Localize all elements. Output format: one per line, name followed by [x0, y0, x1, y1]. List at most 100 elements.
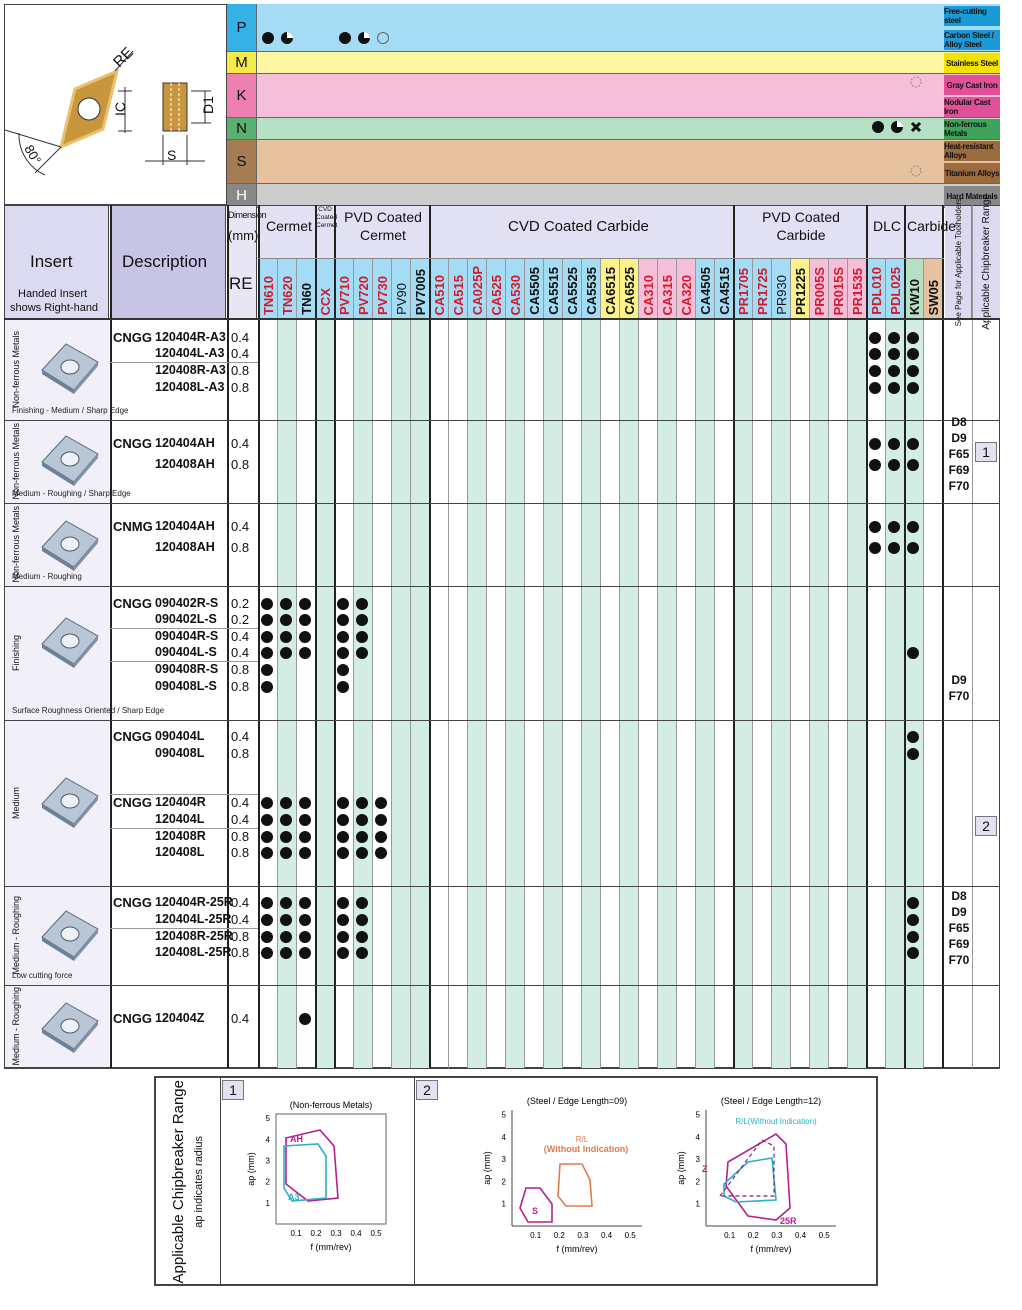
x-axis-label: f (mm/rev)	[751, 1244, 792, 1254]
insert-code: 120404R	[155, 795, 206, 809]
grade-pr1225: PR1225	[790, 258, 810, 318]
availability-dot	[299, 931, 311, 943]
y-tick-label: 2	[266, 1178, 271, 1187]
toolholder-code: D9	[951, 431, 967, 445]
grade-label: CA530	[507, 274, 523, 315]
availability-dot	[907, 748, 919, 760]
availability-dot	[907, 731, 919, 743]
group-dlc: DLC	[873, 218, 902, 234]
grade-header-bg	[904, 258, 923, 318]
grade-label: TN60	[298, 283, 314, 315]
availability-dot	[299, 631, 311, 643]
material-label: Heat-resistant Alloys	[944, 141, 1000, 161]
material-label: Non-ferrous Metals	[944, 119, 1000, 139]
availability-dot	[907, 348, 919, 360]
availability-dot	[261, 664, 273, 676]
insert-image	[41, 910, 99, 961]
grade-pr1725: PR1725	[752, 258, 772, 318]
re-value: 0.4	[231, 729, 250, 744]
availability-dot	[280, 814, 292, 826]
availability-dot	[356, 614, 368, 626]
grid-line	[277, 258, 278, 1068]
grade-header-bg	[391, 258, 410, 318]
grade-pv720: PV720	[353, 258, 373, 318]
grade-ca315: CA315	[657, 258, 677, 318]
availability-dot	[280, 631, 292, 643]
group-cvd-cermet: CVD Coated Cermet	[316, 206, 338, 229]
grade-label: CA025P	[469, 265, 485, 315]
grade-ca5515: CA5515	[543, 258, 563, 318]
y-axis-label: ap (mm)	[676, 1151, 686, 1185]
grade-ca515: CA515	[448, 258, 468, 318]
insert-category: Medium - Roughing	[8, 888, 24, 983]
insert-code: 120408L-25R	[155, 945, 232, 959]
toolholder-code: F69	[948, 937, 970, 951]
x-tick-label: 0.1	[724, 1231, 736, 1240]
re-value: 0.2	[231, 612, 250, 627]
grid-line	[372, 258, 373, 1068]
material-letter-s: S	[227, 140, 257, 183]
grade-label: CA5515	[545, 267, 561, 315]
dimension-header: Dimension	[228, 210, 267, 220]
grade-label: CA4515	[716, 267, 732, 315]
material-label: Stainless Steel	[944, 53, 1000, 73]
availability-dot	[261, 931, 273, 943]
insert-code: 120404L-25R	[155, 912, 232, 926]
chip-box-1: 1	[222, 1080, 244, 1100]
grade-label: CA515	[450, 274, 466, 315]
row-divider	[110, 628, 258, 629]
chip-range-box-1: 1	[975, 442, 997, 462]
grade-ca5535: CA5535	[581, 258, 601, 318]
re-value: 0.4	[231, 912, 250, 927]
section-divider	[4, 985, 1000, 986]
see-page-header: See Page for Applicable Toolholders	[953, 197, 963, 327]
availability-dot	[337, 914, 349, 926]
grid-line	[410, 258, 411, 1068]
insert-series: CNGG	[113, 1011, 152, 1026]
insert-image	[41, 617, 99, 668]
ic-label: IC	[112, 102, 128, 116]
availability-dot	[280, 797, 292, 809]
availability-dot	[337, 681, 349, 693]
availability-dot	[356, 647, 368, 659]
insert-code: 120408L	[155, 845, 205, 859]
grade-label: CA5535	[583, 267, 599, 315]
grade-label: PR1725	[754, 268, 770, 315]
insert-category-label: Medium	[11, 786, 21, 819]
availability-dot	[337, 647, 349, 659]
grade-header-bg	[429, 258, 448, 318]
insert-image	[41, 1002, 99, 1053]
chip-range-box-2: 2	[975, 816, 997, 836]
re-value: 0.4	[231, 812, 250, 827]
grade-label: PDL025	[887, 267, 903, 315]
insert-caption: Finishing - Medium / Sharp Edge	[12, 406, 129, 415]
region-s	[519, 1187, 553, 1223]
insert-code: 090402L-S	[155, 612, 217, 626]
insert-code: 120404Z	[155, 1011, 205, 1025]
insert-code: 120404R-25R	[155, 895, 233, 909]
label-z: Z	[702, 1164, 708, 1174]
grade-column-shade	[733, 318, 752, 1068]
grade-label: CA4505	[697, 267, 713, 315]
availability-dot	[375, 847, 387, 859]
availability-dot	[337, 797, 349, 809]
grid-line	[486, 258, 487, 1068]
grade-ca310: CA310	[638, 258, 658, 318]
section-divider	[4, 420, 1000, 421]
grid-line	[467, 258, 468, 1068]
availability-dot	[261, 797, 273, 809]
y-tick-label: 4	[502, 1133, 507, 1142]
grid-line	[923, 258, 924, 1068]
availability-dot	[299, 847, 311, 859]
re-value: 0.4	[231, 519, 250, 534]
region-25r	[725, 1132, 791, 1221]
grade-column-shade	[885, 318, 904, 1068]
insert-code: 120404L-A3	[155, 346, 225, 360]
availability-dot	[280, 947, 292, 959]
y-tick-label: 5	[502, 1110, 507, 1119]
grid-line	[809, 258, 810, 1068]
availability-dot	[869, 332, 881, 344]
insert-code: 090402R-S	[155, 596, 219, 610]
